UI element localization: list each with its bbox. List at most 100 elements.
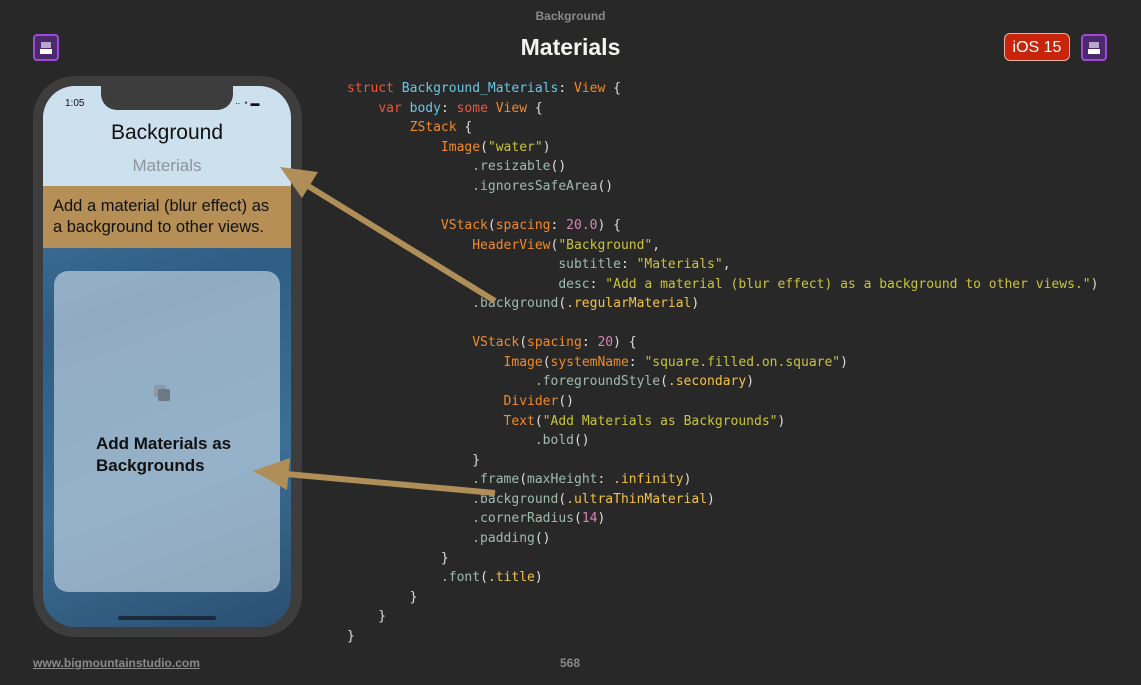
- code-line: Image("water"): [347, 138, 1098, 158]
- code-token: Text: [503, 413, 535, 429]
- code-token: ): [840, 354, 848, 370]
- code-token: Divider: [503, 394, 559, 409]
- code-token: .infinity: [613, 472, 684, 488]
- arrow-regular-material: [280, 167, 497, 304]
- code-token: ) {: [613, 335, 637, 351]
- code-token: "Background": [558, 237, 653, 253]
- ios-version-badge: iOS 15: [1004, 33, 1070, 61]
- code-token: (: [558, 296, 567, 312]
- code-token: }: [347, 609, 387, 625]
- status-icons: ∙∙ ◔ ▬: [235, 98, 260, 108]
- code-token: :: [440, 100, 457, 116]
- code-line: Text("Add Materials as Backgrounds"): [347, 412, 1098, 432]
- code-token: }: [347, 589, 418, 605]
- website-link[interactable]: www.bigmountainstudio.com: [33, 656, 200, 670]
- code-line: }: [347, 627, 1098, 647]
- code-token: }: [347, 550, 449, 566]
- code-token: 20: [597, 335, 614, 351]
- code-line: Divider(): [347, 392, 1098, 412]
- code-token: "Add Materials as Backgrounds": [542, 413, 778, 429]
- xcode-icon[interactable]: [33, 34, 59, 61]
- code-token: ZStack: [409, 120, 457, 136]
- code-token: desc: [558, 276, 590, 292]
- code-token: "square.filled.on.square": [644, 354, 841, 370]
- code-token: (: [660, 374, 668, 390]
- header-subtitle: Materials: [132, 156, 202, 175]
- code-token: {: [527, 100, 543, 116]
- code-token: ): [746, 374, 755, 390]
- code-line: HeaderView("Background",: [347, 236, 1098, 256]
- code-token: .secondary: [667, 374, 747, 390]
- code-token: (): [597, 178, 614, 194]
- code-token: "Materials": [636, 257, 723, 273]
- code-token: (: [487, 217, 496, 233]
- code-token: ): [691, 296, 700, 312]
- code-line: }: [347, 607, 1098, 627]
- code-token: {: [605, 81, 621, 96]
- card-text: Add Materials as Backgrounds: [96, 434, 232, 475]
- code-token: VStack: [472, 335, 520, 351]
- code-token: :: [589, 276, 606, 292]
- code-line: .bold(): [347, 431, 1098, 451]
- code-token: Image: [440, 139, 481, 155]
- code-block: struct Background_Materials: View { var …: [347, 79, 1098, 646]
- code-token: }: [347, 628, 355, 644]
- code-token: .ultraThinMaterial: [566, 491, 708, 507]
- code-token: (): [534, 530, 551, 546]
- code-line: VStack(spacing: 20.0) {: [347, 216, 1098, 236]
- phone-screen: 1:05 ∙∙ ◔ ▬ Background Materials Add a m…: [43, 86, 291, 627]
- code-token: (: [519, 335, 528, 351]
- code-token: (: [534, 413, 543, 429]
- code-line: ZStack {: [347, 118, 1098, 138]
- code-line: .resizable(): [347, 157, 1098, 177]
- code-line: .frame(maxHeight: .infinity): [347, 470, 1098, 490]
- code-token: ) {: [597, 217, 621, 233]
- code-token: ,: [722, 257, 731, 273]
- code-token: (: [519, 472, 528, 488]
- code-token: .regularMaterial: [566, 296, 692, 312]
- code-token: maxHeight: [527, 472, 598, 488]
- status-time: 1:05: [65, 98, 85, 109]
- code-token: .title: [487, 570, 535, 586]
- code-token: ,: [652, 237, 661, 253]
- code-token: :: [581, 335, 598, 351]
- arrow-ultrathin-material: [253, 458, 496, 496]
- code-token: ): [534, 570, 543, 586]
- code-line: .font(.title): [347, 568, 1098, 588]
- code-token: .padding: [472, 530, 535, 546]
- code-token: 14: [581, 511, 598, 527]
- code-token: {: [456, 120, 473, 136]
- code-token: View: [574, 81, 606, 96]
- code-token: .resizable: [472, 159, 551, 175]
- code-line: }: [347, 549, 1098, 569]
- code-token: HeaderView: [472, 237, 551, 253]
- square-filled-on-square-icon: [158, 389, 170, 401]
- code-token: Image: [503, 354, 543, 370]
- header-description: Add a material (blur effect) as a backgr…: [43, 186, 291, 248]
- code-token: spacing: [527, 335, 582, 351]
- code-token: Background_Materials: [401, 81, 559, 96]
- code-token: .font: [440, 570, 481, 586]
- code-line: .ignoresSafeArea(): [347, 177, 1098, 197]
- code-token: (: [550, 237, 559, 253]
- code-token: (: [480, 139, 488, 155]
- material-card: Add Materials as Backgrounds: [54, 271, 280, 592]
- chapter-kicker: Background: [535, 9, 606, 23]
- code-token: .bold: [534, 433, 574, 449]
- code-token: ): [777, 413, 786, 429]
- xcode-icon[interactable]: [1081, 34, 1107, 61]
- code-token: spacing: [495, 217, 551, 233]
- code-token: ): [683, 472, 692, 488]
- code-line: Image(systemName: "square.filled.on.squa…: [347, 353, 1098, 373]
- code-token: var: [378, 100, 410, 116]
- code-token: systemName: [550, 354, 629, 370]
- code-line: }: [347, 451, 1098, 471]
- code-line: subtitle: "Materials",: [347, 255, 1098, 275]
- code-token: ): [542, 139, 551, 155]
- code-token: (: [480, 570, 488, 586]
- code-line: desc: "Add a material (blur effect) as a…: [347, 275, 1098, 295]
- code-token: 20.0: [566, 217, 598, 233]
- code-line: .padding(): [347, 529, 1098, 549]
- code-token: :: [597, 472, 614, 488]
